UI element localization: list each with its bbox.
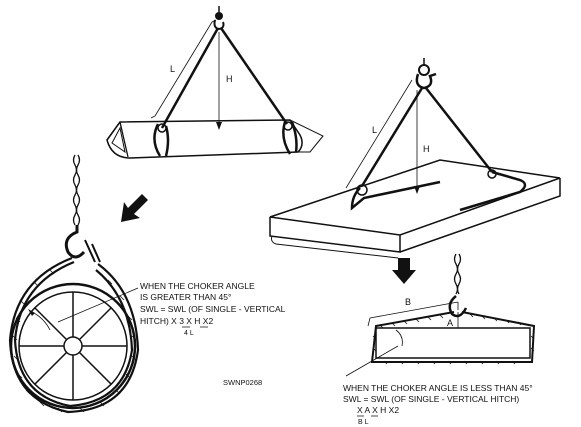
slab-lift: L H — [269, 58, 561, 259]
choker-rope — [8, 256, 140, 414]
wheel-spokes — [19, 292, 127, 400]
svg-text:B L: B L — [358, 419, 369, 426]
right-sling-leg — [425, 87, 493, 173]
length-label: L — [372, 125, 377, 135]
left-sling-leg — [360, 87, 424, 187]
svg-text:4 L: 4 L — [184, 330, 194, 337]
choker-chain — [370, 311, 536, 363]
svg-text:WHEN THE CHOKER ANGLE IS LESS: WHEN THE CHOKER ANGLE IS LESS THAN 45° — [343, 383, 533, 393]
length-label: L — [170, 64, 175, 74]
triangular-beam-lift: L H — [106, 6, 324, 159]
slab-section — [375, 327, 531, 359]
width-label: B — [405, 297, 411, 307]
slab-sides — [269, 178, 561, 253]
svg-text:X A X H X2: X A X H X2 — [357, 405, 399, 415]
slab-top — [269, 159, 561, 236]
triangular-beam — [106, 119, 303, 159]
figure-code: SWNP0268 — [223, 378, 262, 387]
svg-text:SWL = SWL (OF SINGLE - VERTICA: SWL = SWL (OF SINGLE - VERTICAL — [140, 304, 286, 314]
right-sling-leg — [219, 27, 289, 125]
direction-arrow-icon — [392, 258, 416, 284]
svg-text:SWL = SWL (OF SINGLE - VERTICA: SWL = SWL (OF SINGLE - VERTICAL HITCH) — [343, 394, 519, 404]
chain — [453, 253, 462, 295]
wheel-choker-lift — [8, 154, 140, 414]
hook-icon — [213, 6, 225, 31]
angle-label: A — [447, 318, 453, 328]
hook-icon — [448, 295, 468, 318]
left-sling-leg — [160, 27, 220, 129]
svg-text:IS GREATER THAN 45°: IS GREATER THAN 45° — [140, 292, 231, 302]
chain — [72, 154, 81, 226]
chain-choker-lift: B A — [345, 253, 536, 377]
less-than-45-note: WHEN THE CHOKER ANGLE IS LESS THAN 45° S… — [343, 383, 533, 426]
direction-arrow-icon — [121, 194, 148, 222]
height-label: H — [226, 74, 233, 84]
svg-text:HITCH) X 3 X H X2: HITCH) X 3 X H X2 — [140, 316, 213, 326]
height-label: H — [423, 144, 430, 154]
hook-icon — [64, 225, 86, 259]
greater-than-45-note: WHEN THE CHOKER ANGLE IS GREATER THAN 45… — [140, 281, 286, 337]
hook-icon — [415, 58, 437, 90]
svg-text:WHEN THE CHOKER ANGLE: WHEN THE CHOKER ANGLE — [140, 281, 255, 291]
